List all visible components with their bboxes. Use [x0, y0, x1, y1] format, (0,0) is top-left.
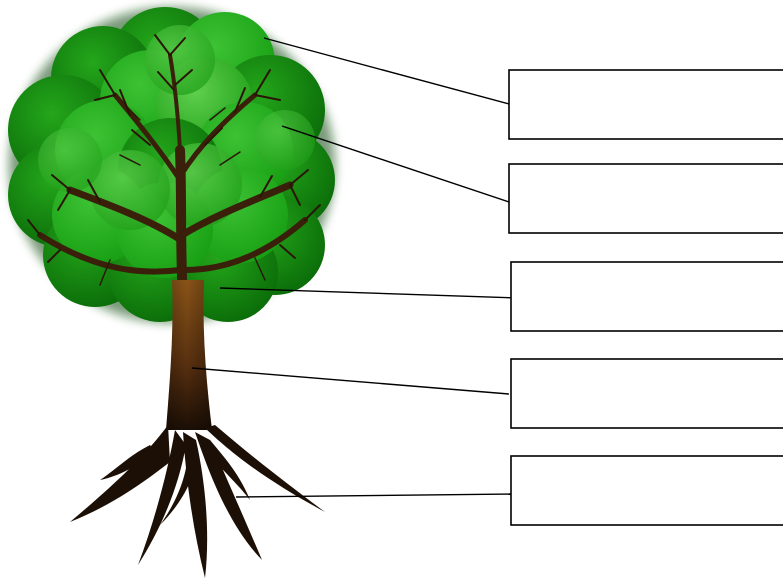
label-box-1[interactable] [508, 69, 783, 140]
tree-illustration [8, 7, 335, 578]
label-box-3[interactable] [510, 261, 783, 332]
leader-line-3 [219, 287, 518, 299]
tree-twigs [27, 34, 321, 286]
tree-roots [70, 425, 325, 578]
leader-line-1 [263, 37, 510, 105]
label-box-4[interactable] [510, 358, 783, 429]
tree-trunk [166, 280, 212, 430]
tree-branches [37, 53, 308, 305]
leader-line-5 [235, 493, 512, 498]
leader-lines [191, 37, 518, 498]
label-box-2[interactable] [508, 163, 783, 234]
label-box-5[interactable] [510, 455, 783, 526]
leader-line-2 [281, 125, 510, 203]
label-boxes [508, 69, 783, 526]
leader-line-4 [191, 367, 510, 395]
